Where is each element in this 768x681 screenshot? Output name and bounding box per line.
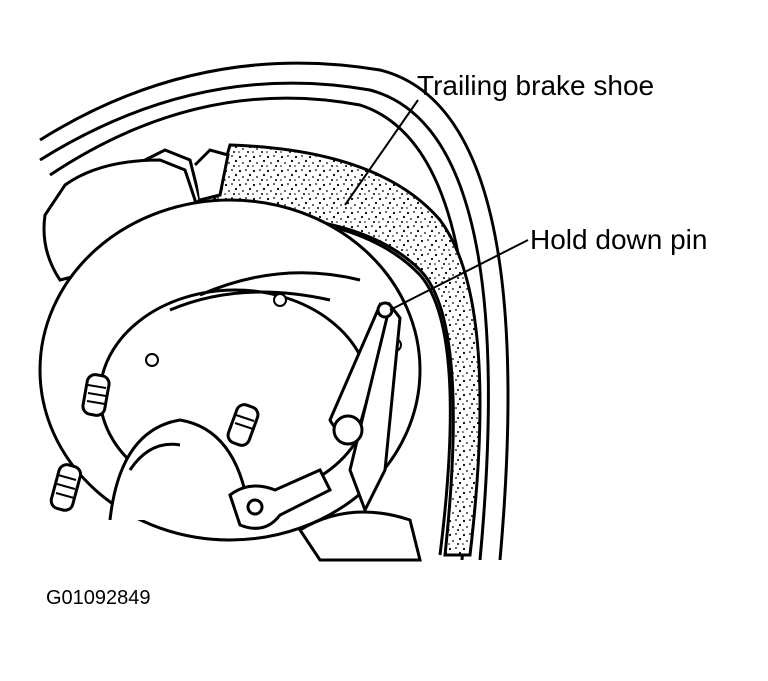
stud-threads — [55, 384, 255, 499]
label-hold-down-pin: Hold down pin — [530, 224, 708, 255]
leader-lines — [344, 99, 529, 311]
hub-assembly — [38, 198, 422, 542]
brake-lining — [207, 143, 482, 557]
adjuster-lever — [228, 468, 333, 530]
label-trailing-brake-shoe: Trailing brake shoe — [417, 70, 655, 101]
lower-shoe — [297, 510, 422, 562]
hold-down-pin — [376, 301, 394, 319]
figure-id: G01092849 — [46, 587, 151, 609]
pliers-tool — [328, 301, 402, 514]
